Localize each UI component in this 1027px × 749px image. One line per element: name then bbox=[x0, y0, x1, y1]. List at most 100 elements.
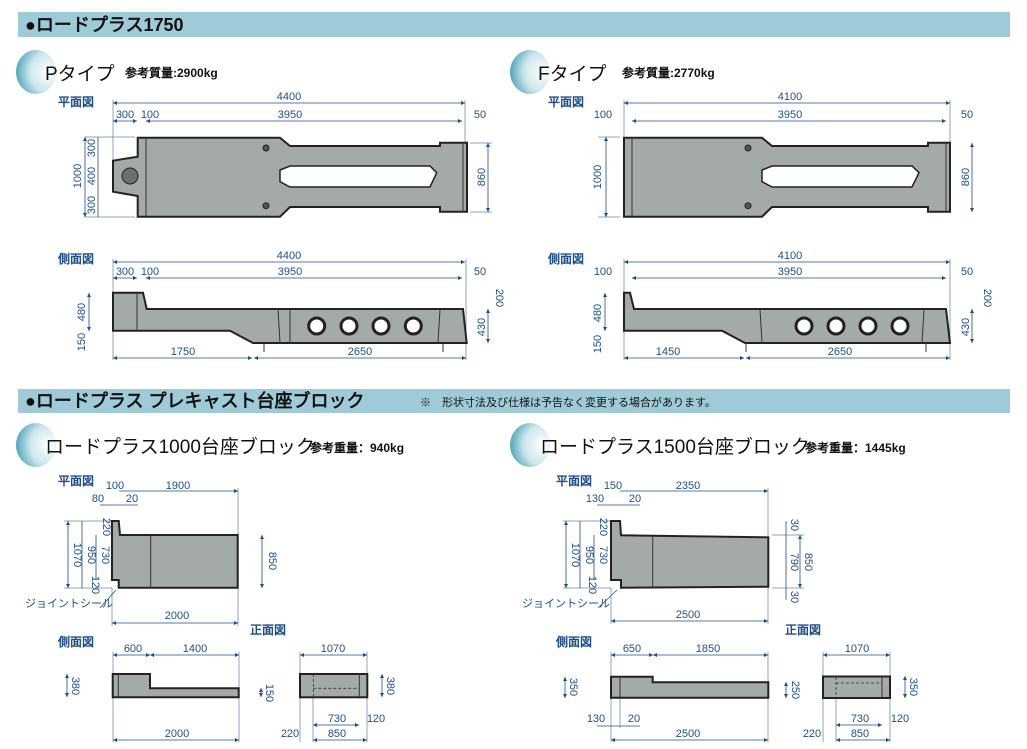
dimension-label: 400 bbox=[86, 167, 98, 185]
p-type-side-view: 側面図 4400 300 100 3950 50 480 150 200 430… bbox=[57, 250, 505, 360]
view-label: 平面図 bbox=[556, 474, 592, 488]
dimension-label: 3950 bbox=[778, 109, 802, 121]
dimension-label: 1070 bbox=[569, 543, 581, 567]
dimension-label: 300 bbox=[116, 109, 134, 121]
dimension-label: 2000 bbox=[165, 610, 189, 622]
dimension-label: 220 bbox=[597, 518, 609, 536]
title-badge-icon bbox=[510, 423, 550, 467]
dimension-label: 430 bbox=[476, 318, 488, 336]
dimension-label: 350 bbox=[907, 678, 919, 696]
view-label: 側面図 bbox=[555, 634, 592, 649]
dimension-label: 120 bbox=[891, 713, 909, 725]
section-title: ●ロードプラス1750 bbox=[25, 14, 184, 35]
f-type-plan-view: 平面図 4100 100 3950 50 1000 860 bbox=[548, 91, 974, 218]
dimension-label: 730 bbox=[851, 713, 869, 725]
dimension-label: 30 bbox=[788, 591, 800, 603]
bolt-icon bbox=[744, 202, 752, 210]
bolt-icon bbox=[262, 202, 270, 210]
dimension-label: 30 bbox=[788, 519, 800, 531]
dimension-label: 4100 bbox=[778, 91, 802, 103]
dimension-label: 100 bbox=[141, 266, 159, 278]
dimension-label: 850 bbox=[802, 553, 814, 571]
disclaimer-note: ※ 形状寸法及び仕様は予告なく変更する場合があります。 bbox=[420, 395, 716, 409]
dimension-label: 480 bbox=[592, 304, 604, 322]
dimension-label: 350 bbox=[567, 678, 579, 696]
dimension-label: 950 bbox=[85, 546, 97, 564]
joint-seal-label: ジョイントシール bbox=[25, 598, 113, 610]
view-label: 側面図 bbox=[547, 251, 584, 266]
dimension-label: 380 bbox=[384, 677, 396, 695]
section-header-band bbox=[18, 12, 1010, 37]
dimension-label: 850 bbox=[851, 728, 869, 740]
dimension-label: 860 bbox=[960, 168, 972, 186]
dimension-label: 100 bbox=[106, 480, 124, 492]
dimension-label: 130 bbox=[586, 493, 604, 505]
dimension-label: 1900 bbox=[166, 480, 190, 492]
dimension-label: 50 bbox=[961, 109, 973, 121]
view-label: 側面図 bbox=[57, 634, 94, 649]
dimension-label: 730 bbox=[328, 713, 346, 725]
dimension-label: 130 bbox=[587, 713, 605, 725]
dimension-label: 3950 bbox=[278, 109, 302, 121]
dimension-label: 1000 bbox=[592, 165, 604, 189]
f-type-title: Fタイプ bbox=[538, 63, 607, 85]
dimension-label: 1750 bbox=[171, 346, 195, 358]
dimension-label: 150 bbox=[604, 480, 622, 492]
dimension-label: 730 bbox=[99, 546, 111, 564]
dimension-label: 2350 bbox=[676, 480, 700, 492]
f-type-side-view: 側面図 4100 100 3950 50 480 150 200 430 145… bbox=[547, 250, 993, 360]
dimension-label: 650 bbox=[623, 643, 641, 655]
block1000-title: ロードプラス1000台座ブロック bbox=[45, 435, 315, 458]
block1500-weight: 参考重量：1445kg bbox=[805, 440, 906, 455]
p-type-weight: 参考質量:2900kg bbox=[125, 65, 218, 80]
view-label: 正面図 bbox=[785, 623, 821, 637]
dimension-label: 2000 bbox=[165, 728, 189, 740]
dimension-label: 50 bbox=[961, 266, 973, 278]
dimension-label: 2500 bbox=[676, 609, 700, 621]
dimension-label: 300 bbox=[86, 196, 98, 214]
view-label: 側面図 bbox=[57, 251, 94, 266]
block1000-plan-view: 平面図 100 1900 80 20 220 1070 950 730 120 … bbox=[25, 474, 278, 626]
dimension-label: 100 bbox=[594, 266, 612, 278]
dimension-label: 730 bbox=[597, 546, 609, 564]
dimension-label: 50 bbox=[474, 109, 486, 121]
dimension-label: 100 bbox=[141, 109, 159, 121]
dimension-label: 300 bbox=[86, 139, 98, 157]
dimension-label: 80 bbox=[92, 493, 104, 505]
dimension-label: 300 bbox=[116, 266, 134, 278]
view-label: 平面図 bbox=[58, 474, 94, 488]
block1000-side-view: 側面図 600 1400 380 150 2000 bbox=[57, 634, 275, 742]
dimension-label: 20 bbox=[628, 713, 640, 725]
dimension-label: 4400 bbox=[277, 91, 301, 103]
dimension-label: 50 bbox=[474, 266, 486, 278]
dimension-label: 1000 bbox=[72, 164, 84, 188]
section-header-band bbox=[18, 389, 1010, 413]
title-badge-icon bbox=[510, 50, 550, 94]
joint-seal-label: ジョイントシール bbox=[522, 598, 610, 610]
title-badge-icon bbox=[16, 50, 56, 94]
dimension-label: 950 bbox=[583, 546, 595, 564]
dimension-label: 850 bbox=[266, 552, 278, 570]
pipe-hole-icons bbox=[794, 316, 910, 336]
dimension-label: 150 bbox=[263, 684, 275, 702]
block1000-front-view: 正面図 1070 380 730 120 220 850 bbox=[250, 623, 396, 742]
dimension-label: 150 bbox=[76, 333, 88, 351]
dimension-label: 2650 bbox=[348, 346, 372, 358]
dimension-label: 100 bbox=[594, 109, 612, 121]
dimension-label: 1400 bbox=[183, 643, 207, 655]
block1500-plan-view: 平面図 150 2350 130 20 220 1070 950 730 120… bbox=[522, 474, 814, 624]
dimension-label: 120 bbox=[89, 576, 101, 594]
dimension-label: 3950 bbox=[278, 266, 302, 278]
bolt-icon bbox=[262, 144, 270, 152]
dimension-label: 250 bbox=[789, 681, 801, 699]
dimension-label: 480 bbox=[76, 303, 88, 321]
section-title: ●ロードプラス プレキャスト台座ブロック bbox=[25, 390, 365, 411]
view-label: 平面図 bbox=[58, 95, 94, 109]
f-type-weight: 参考質量:2770kg bbox=[622, 65, 715, 80]
p-type-title: Pタイプ bbox=[45, 63, 115, 85]
dimension-label: 850 bbox=[328, 728, 346, 740]
view-label: 平面図 bbox=[548, 95, 584, 109]
block1500-side-view: 側面図 650 1850 350 250 130 20 2500 bbox=[555, 634, 801, 742]
view-label: 正面図 bbox=[250, 623, 286, 637]
dimension-label: 220 bbox=[281, 728, 299, 740]
